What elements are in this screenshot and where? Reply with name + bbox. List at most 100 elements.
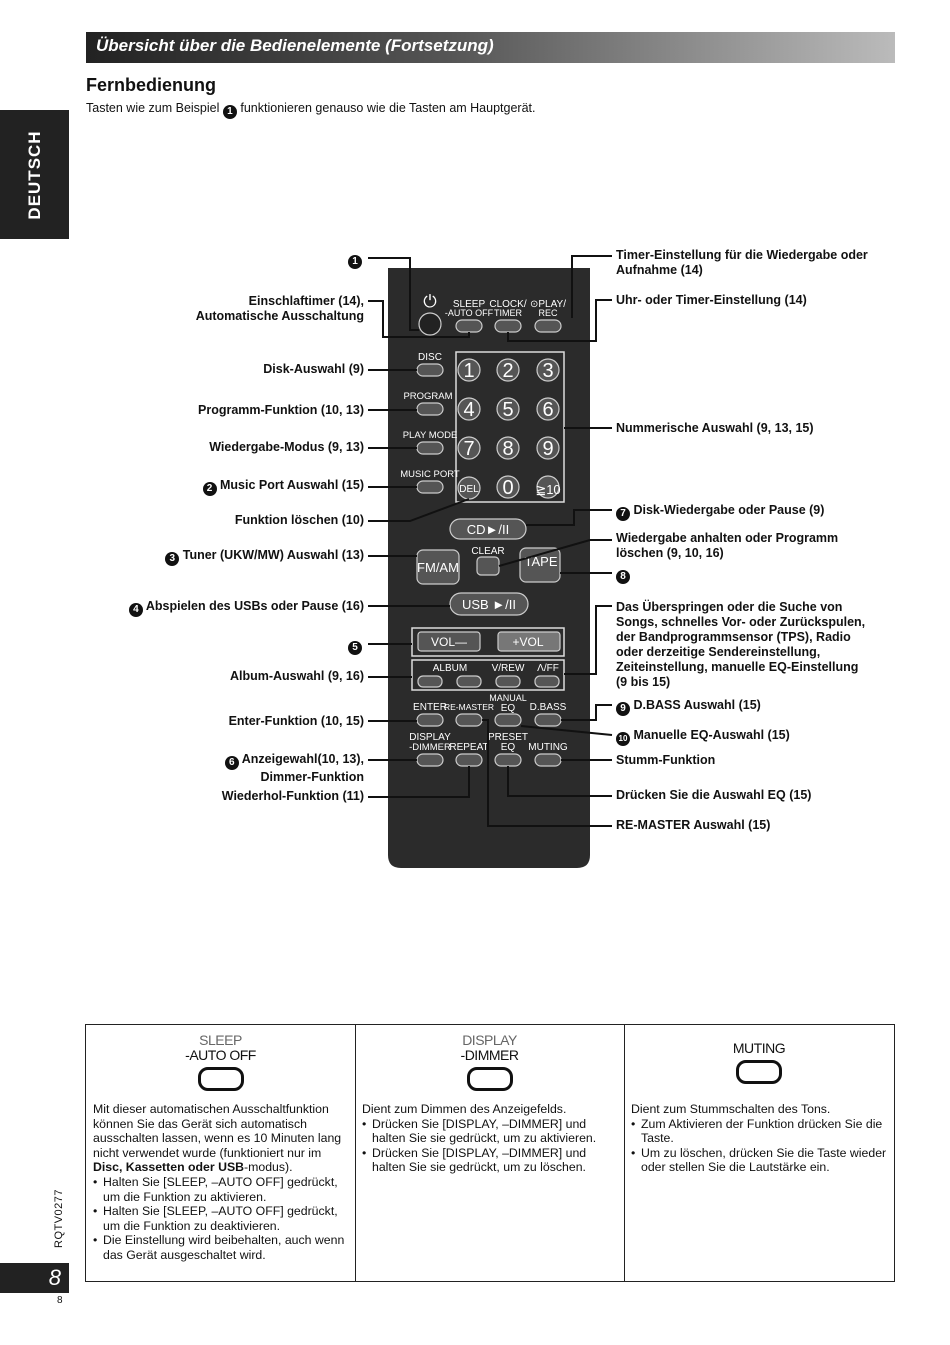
label-musicport: 2 Music Port Auswahl (15) [202,478,364,496]
musicport-button [416,480,444,494]
function-table: SLEEP -AUTO OFF Mit dieser automatischen… [85,1024,895,1282]
label-timer: Timer-Einstellung für die Wiedergabe ode… [616,248,868,277]
power-symbol: ⏻ [423,292,437,311]
clock-label-2: TIMER [494,308,522,318]
digit-label: 1 [463,360,474,382]
label-program: Programm-Funktion (10, 13) [198,403,364,417]
repeat-button [455,753,483,767]
label-usb: 4 Abspielen des USBs oder Pause (16) [128,599,364,617]
vrew-label: V/REW [492,663,525,674]
display-button-icon [466,1067,513,1091]
label-num8: 8 [616,566,630,584]
digit-button [496,475,520,499]
preset-label-1: PRESET [488,732,528,743]
enter-button [416,713,444,727]
dbass-button [534,713,562,727]
language-tab: DEUTSCH [0,110,69,239]
leader-skip [564,605,612,675]
vol-plus-button [497,631,561,652]
digit-label: 4 [463,399,474,421]
remaster-button [455,713,483,727]
playmode-label: PLAY MODE [403,430,458,441]
preset-label-2: EQ [501,742,516,753]
display-label-2: -DIMMER [409,742,451,753]
remaster-label: RE-MASTER [444,702,494,712]
clear-button [476,556,500,576]
ff-button [534,675,560,688]
label-del: Funktion löschen (10) [234,513,364,527]
vol-minus-label: VOL— [431,635,467,649]
display-button [416,753,444,767]
label-repeat: Wiederhol-Funktion (11) [221,789,364,803]
label-display: 6 Anzeigewahl(10, 13), Dimmer-Funktion [224,752,364,785]
page-number-tab: 8 [0,1263,69,1293]
preset-eq-button [494,753,522,767]
album-up-button [456,675,482,688]
power-button [418,312,442,336]
label-clock: Uhr- oder Timer-Einstellung (14) [616,293,807,307]
leader-dbass [561,704,612,721]
leader-power [368,257,419,331]
label-dbass: 9 D.BASS Auswahl (15) [616,698,761,716]
digit-label: 7 [463,438,474,460]
digit-button [457,358,481,382]
clock-label-1: CLOCK/ [489,299,526,310]
display-description: Dient zum Dimmen des Anzeigefelds. Drück… [362,1102,618,1175]
enter-label: ENTER [413,702,447,713]
intro-text: Tasten wie zum Beispiel 1 funktionieren … [86,101,536,119]
label-muting: Stumm-Funktion [616,753,716,767]
label-album: Album-Auswahl (9, 16) [229,669,364,683]
section-title: Fernbedienung [86,75,216,95]
sleep-cell: SLEEP -AUTO OFF Mit dieser automatischen… [86,1025,356,1281]
leader-repeat [368,766,470,798]
musicport-label: MUSIC PORT [400,469,460,480]
rew-button [495,675,521,688]
play-label-2: REC [538,308,558,318]
leader-manual [520,725,613,736]
leader-sleep [368,300,470,338]
muting-label: MUTING [528,742,568,753]
label-cd: 7 Disk-Wiedergabe oder Pause (9) [616,503,824,521]
manual-label-1: MANUAL [489,693,527,703]
cd-label: CD►/II [467,522,509,537]
manual-label-2: EQ [501,703,516,714]
clock-button [494,319,522,333]
digit-label: ≧10 [535,482,560,497]
usb-button [449,592,529,616]
doc-code: RQTV0277 [53,1188,65,1248]
label-enter: Enter-Funktion (10, 15) [228,714,364,728]
label-num1: 1 [348,251,362,269]
leader-preset [507,766,612,797]
ff-label: Λ/FF [537,663,559,674]
muting-cell: MUTING Dient zum Stummschalten des Tons.… [624,1025,894,1281]
tape-label: TAPE [525,554,558,569]
label-tuner: 3 Tuner (UKW/MW) Auswahl (13) [165,548,364,566]
digit-label: 8 [502,438,513,460]
label-remaster: RE-MASTER Auswahl (15) [616,818,771,832]
vol-minus-button [417,631,481,652]
dbass-label: D.BASS [530,702,567,713]
digit-label: 2 [502,360,513,382]
page-number: 8 [48,1265,61,1290]
digit-button [536,358,560,382]
sleep-button-icon [197,1067,244,1091]
digit-button [496,436,520,460]
label-skip: Das Überspringen oder die Suche von Song… [616,600,866,689]
leader-remaster [482,719,612,827]
digit-button [536,397,560,421]
leader-del [368,498,470,522]
album-label: ALBUM [433,663,467,674]
repeat-label: REPEAT [449,742,488,753]
manual-eq-button [494,713,522,727]
digit-label: 6 [542,399,553,421]
fmam-button [416,549,460,585]
remote-control-illustration: ⏻ SLEEP -AUTO OFF CLOCK/ TIMER ⊙PLAY/ RE… [368,255,613,868]
cd-button [449,518,527,540]
display-cell: DISPLAY -DIMMER Dient zum Dimmen des Anz… [355,1025,625,1281]
playmode-button [416,441,444,455]
number-badge: 1 [222,105,237,119]
sleep-button [455,319,483,333]
digit-button [457,436,481,460]
digit-label: 0 [502,477,513,499]
label-preset: Drücken Sie die Auswahl EQ (15) [616,788,812,802]
